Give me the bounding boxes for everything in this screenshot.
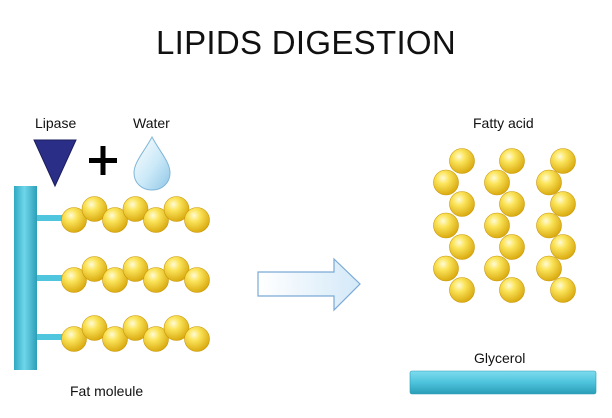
free-fatty-acid-bead [550, 191, 576, 217]
plus-sign [89, 146, 117, 175]
fatty-acid-bead [143, 267, 169, 293]
fatty-acid-bead [61, 267, 87, 293]
free-fatty-acid-bead [499, 191, 525, 217]
fatty-acid-chains-attached [61, 196, 210, 352]
free-fatty-acids [433, 148, 576, 303]
fatty-acid-bead [102, 326, 128, 352]
free-glycerol-tube [409, 370, 597, 395]
fatty-acid-bead [122, 256, 149, 282]
fatty-acid-bead [81, 196, 108, 222]
fatty-acid-bead [61, 326, 87, 352]
free-fatty-acid-bead [484, 255, 510, 282]
free-fatty-acid-bead [449, 148, 475, 174]
fatty-acid-bead [61, 207, 87, 233]
water-label: Water [133, 115, 170, 131]
free-fatty-acid-bead [449, 277, 475, 303]
fatty-acid-bead [184, 207, 210, 233]
free-fatty-acid-bead [499, 277, 525, 303]
free-fatty-acid-bead [550, 234, 576, 260]
fatty-acid-bead [143, 326, 169, 352]
fatty-acid-bead [122, 315, 149, 341]
fatty-acid-bead [102, 267, 128, 293]
lipase-enzyme-icon [33, 139, 77, 188]
fat-molecule [14, 186, 210, 370]
fatty-acid-bead [184, 267, 210, 293]
fatty-acid-bead [163, 196, 190, 222]
lipase-label: Lipase [35, 115, 77, 131]
fatty-acid-bead [184, 326, 210, 352]
free-fatty-acid-bead [536, 255, 562, 282]
reaction-arrow-icon [257, 257, 361, 312]
free-fatty-acid-bead [484, 212, 510, 239]
free-fatty-acid-bead [499, 234, 525, 260]
water-drop-icon [133, 135, 171, 191]
free-fatty-acid-bead [484, 169, 510, 196]
free-fatty-acid-bead [499, 148, 525, 174]
free-fatty-acid-bead [449, 191, 475, 217]
fatty-acid-bead [163, 315, 190, 341]
fatty-acid-bead [163, 256, 190, 282]
fatty-acid-bead [122, 196, 149, 222]
backbone-branch-1 [37, 215, 67, 221]
fat-molecule-label: Fat moleule [70, 383, 144, 399]
fatty-acid-bead [81, 256, 108, 282]
free-fatty-acid-bead [536, 212, 562, 239]
backbone-branch-2 [37, 275, 67, 281]
free-fatty-acid-bead [536, 169, 562, 196]
free-fatty-acid-bead [550, 148, 576, 174]
free-fatty-acid-bead [433, 212, 459, 239]
fatty-acid-bead [81, 315, 108, 341]
free-fatty-acid-bead [433, 255, 459, 282]
free-fatty-acid-bead [433, 169, 459, 196]
diagram-title: LIPIDS DIGESTION [155, 24, 457, 61]
fatty-acid-bead [143, 207, 169, 233]
glycerol-backbone [14, 186, 37, 370]
glycerol-label: Glycerol [474, 350, 526, 366]
free-fatty-acid-bead [449, 234, 475, 260]
free-fatty-acid-bead [550, 277, 576, 303]
backbone-branch-3 [37, 334, 67, 340]
fatty-acid-label: Fatty acid [473, 115, 534, 131]
fatty-acid-bead [102, 207, 128, 233]
